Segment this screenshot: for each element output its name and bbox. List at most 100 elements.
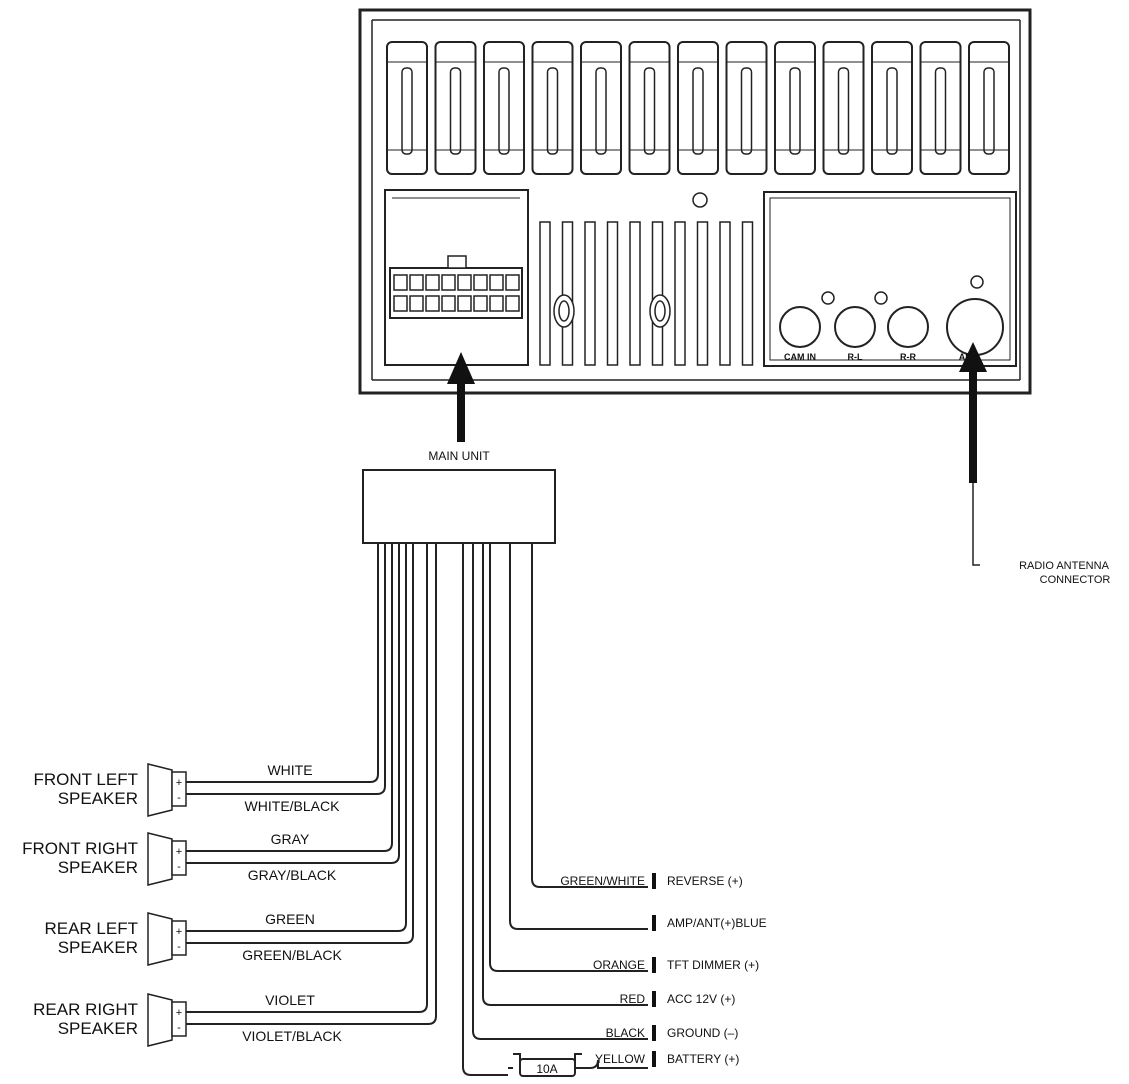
radio-antenna-label-2: CONNECTOR: [1040, 574, 1111, 586]
battery-wire: [462, 543, 508, 1076]
neg-wire-color: VIOLET/BLACK: [242, 1028, 342, 1044]
cam-in-jack: [779, 306, 821, 348]
fuse-label: 10A: [536, 1062, 557, 1076]
speaker-icon: [147, 912, 173, 966]
pin: [425, 295, 440, 312]
divider-tick: [652, 1025, 656, 1041]
r-l-label: R-L: [848, 352, 863, 362]
vent-slot: [674, 221, 686, 366]
power-wire-color: RED: [620, 992, 646, 1006]
speaker-pos-wire: [186, 543, 393, 852]
pin: [409, 274, 424, 291]
heat-sink-fins: [386, 41, 1010, 175]
divider-tick: [652, 915, 656, 931]
pin: [409, 295, 424, 312]
pin: [489, 295, 504, 312]
power-wire-function: TFT DIMMER (+): [667, 958, 759, 972]
pin: [505, 274, 520, 291]
main-unit-arrow: [447, 352, 475, 442]
power-wire-color: ORANGE: [593, 958, 645, 972]
pin: [457, 295, 472, 312]
speaker-name-line1: FRONT RIGHT: [22, 839, 138, 858]
antenna-arrow: [959, 342, 987, 566]
plus-symbol: +: [176, 1007, 182, 1019]
power-wire-color: YELLOW: [595, 1052, 646, 1066]
rear-right-jack: [887, 306, 929, 348]
minus-symbol: -: [177, 792, 181, 804]
vent-slot: [539, 221, 551, 366]
pos-wire-color: GREEN: [265, 911, 315, 927]
r-r-label: R-R: [900, 352, 916, 362]
speaker-icon: [147, 832, 173, 886]
pos-wire-color: GRAY: [271, 831, 310, 847]
pin: [473, 295, 488, 312]
speaker-neg-wire: [186, 543, 400, 864]
speaker-neg-wire: [186, 543, 386, 795]
power-wire: [489, 543, 648, 972]
minus-symbol: -: [177, 1022, 181, 1034]
neg-wire-color: GRAY/BLACK: [248, 867, 337, 883]
speaker-name-line2: SPEAKER: [58, 789, 138, 808]
power-wire-color: GREEN/WHITE: [560, 874, 645, 888]
speaker-name-line1: FRONT LEFT: [33, 770, 138, 789]
vent-slot: [741, 221, 754, 366]
speaker-pos-wire: [186, 543, 407, 932]
neg-wire-color: WHITE/BLACK: [245, 798, 341, 814]
divider-tick: [652, 957, 656, 973]
rear-left-jack: [834, 306, 876, 348]
power-wire-function: GROUND (–): [667, 1026, 738, 1040]
pin: [393, 274, 408, 291]
power-wire: [531, 543, 648, 888]
power-wire-function: AMP/ANT(+)BLUE: [667, 916, 767, 930]
speaker-neg-wire: [186, 543, 437, 1025]
pin: [505, 295, 520, 312]
connector-pins: [393, 274, 520, 312]
plus-symbol: +: [176, 777, 182, 789]
pin: [489, 274, 504, 291]
power-wire-color: BLACK: [606, 1026, 645, 1040]
pin: [441, 274, 456, 291]
cam-in-label: CAM IN: [784, 352, 816, 362]
neg-wire-color: GREEN/BLACK: [242, 947, 342, 963]
vent-slot: [651, 221, 664, 366]
power-wire: [509, 543, 648, 930]
speaker-pos-wire: [186, 543, 379, 783]
divider-tick: [652, 1051, 656, 1067]
speaker-name-line2: SPEAKER: [58, 1019, 138, 1038]
power-wire-function: BATTERY (+): [667, 1052, 739, 1066]
rca-jack-panel: CAM IN R-L R-R ANT: [763, 191, 1017, 367]
power-wire: [472, 543, 648, 1040]
vent-slot: [561, 221, 574, 366]
speakers-group: FRONT LEFTSPEAKER+-WHITEWHITE/BLACKFRONT…: [22, 762, 342, 1047]
pos-wire-color: WHITE: [267, 762, 312, 778]
pin: [441, 295, 456, 312]
minus-symbol: -: [177, 861, 181, 873]
speaker-name-line1: REAR LEFT: [44, 919, 138, 938]
speaker-name-line1: REAR RIGHT: [33, 1000, 138, 1019]
pin: [457, 274, 472, 291]
plus-symbol: +: [176, 846, 182, 858]
pin: [393, 295, 408, 312]
vent-slot: [606, 221, 619, 366]
iso-connector-socket: [384, 189, 529, 366]
speaker-name-line2: SPEAKER: [58, 938, 138, 957]
power-wire: [482, 543, 648, 1006]
divider-tick: [652, 991, 656, 1007]
speaker-icon: [147, 763, 173, 817]
speaker-pos-wire: [186, 543, 428, 1013]
power-wire-function: REVERSE (+): [667, 874, 743, 888]
main-unit-label: MAIN UNIT: [428, 449, 490, 463]
divider-tick: [652, 873, 656, 889]
speaker-icon: [147, 993, 173, 1047]
fuse: 10A: [508, 1053, 582, 1077]
plus-symbol: +: [176, 926, 182, 938]
power-wire-function: ACC 12V (+): [667, 992, 735, 1006]
wires-group: [186, 543, 648, 1076]
power-wires-group: GREEN/WHITE REVERSE (+) AMP/ANT(+)BLUE ORAN…: [560, 873, 767, 1067]
vent-slot: [629, 221, 641, 366]
minus-symbol: -: [177, 941, 181, 953]
